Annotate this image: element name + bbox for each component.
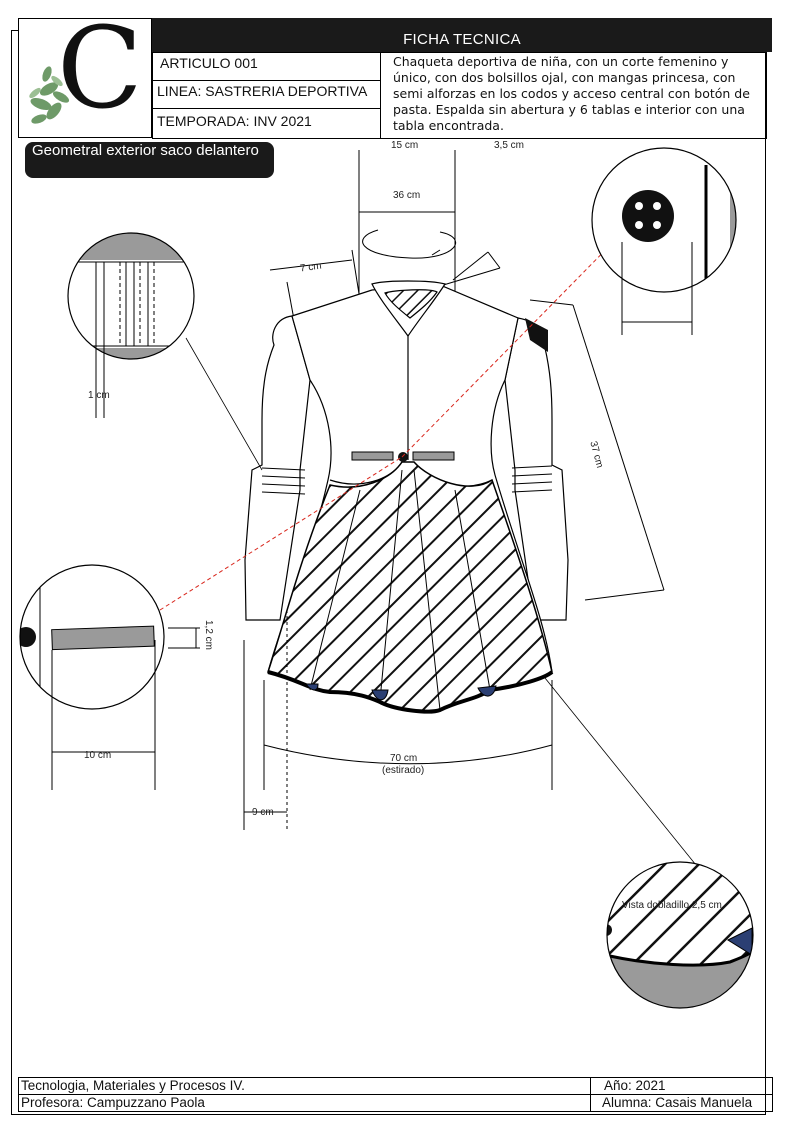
article-label: ARTICULO 001 xyxy=(160,55,258,71)
footer-student: Alumna: Casais Manuela xyxy=(602,1095,753,1110)
left-sleeve xyxy=(244,315,311,621)
dim-pocket-width: 10 cm xyxy=(84,750,112,761)
zoom-button xyxy=(591,147,737,335)
collar xyxy=(371,280,446,338)
front-pockets xyxy=(351,451,455,461)
dim-collar-top: 15 cm xyxy=(391,140,419,151)
leaf-logo-icon xyxy=(29,66,70,124)
zoom-connectors xyxy=(185,337,701,871)
front-button-icon xyxy=(398,452,408,462)
footer-year: Año: 2021 xyxy=(604,1078,666,1093)
sleeve-pleats xyxy=(261,465,553,495)
red-guide-lines xyxy=(159,224,631,611)
footer-course: Tecnologia, Materiales y Procesos IV. xyxy=(21,1078,245,1093)
dim-collar-side: 3,5 cm xyxy=(494,140,525,151)
dim-pocket-height: 1,2 cm xyxy=(203,620,214,651)
header-bar: FICHA TECNICA xyxy=(152,18,772,52)
zoom-hem-facing xyxy=(606,861,754,1009)
hem-dimension-lines xyxy=(243,610,553,830)
page-title: FICHA TECNICA xyxy=(403,31,521,48)
dim-neck: 36 cm xyxy=(393,190,421,201)
dim-pleat-spacing: 1 cm xyxy=(88,390,110,401)
sleeve-dimension-lines xyxy=(529,299,665,601)
collar-dimension-lines xyxy=(358,150,457,295)
season-label: TEMPORADA: INV 2021 xyxy=(157,113,312,129)
logo: C xyxy=(18,9,152,138)
view-label-pill: Geometral exterior saco delantero xyxy=(25,142,274,178)
view-label: Geometral exterior saco delantero xyxy=(32,142,259,159)
logo-letter: C xyxy=(57,4,143,134)
garment-description: Chaqueta deportiva de niña, con un corte… xyxy=(393,54,750,133)
dim-hem-note: (estirado) xyxy=(382,765,425,776)
dim-facing: Vista dobladillo 2,5 cm xyxy=(622,900,722,911)
dim-hem-width: 70 cm xyxy=(390,753,418,764)
line-label: LINEA: SASTRERIA DEPORTIVA xyxy=(157,83,368,99)
zoom-pleats xyxy=(67,232,195,418)
dim-hem-offset: 9 cm xyxy=(252,807,274,818)
zoom-pocket xyxy=(19,564,200,790)
hem-facing-accents xyxy=(304,683,497,701)
peplum-skirt xyxy=(267,461,554,714)
footer-professor: Profesora: Campuzzano Paola xyxy=(21,1095,205,1110)
